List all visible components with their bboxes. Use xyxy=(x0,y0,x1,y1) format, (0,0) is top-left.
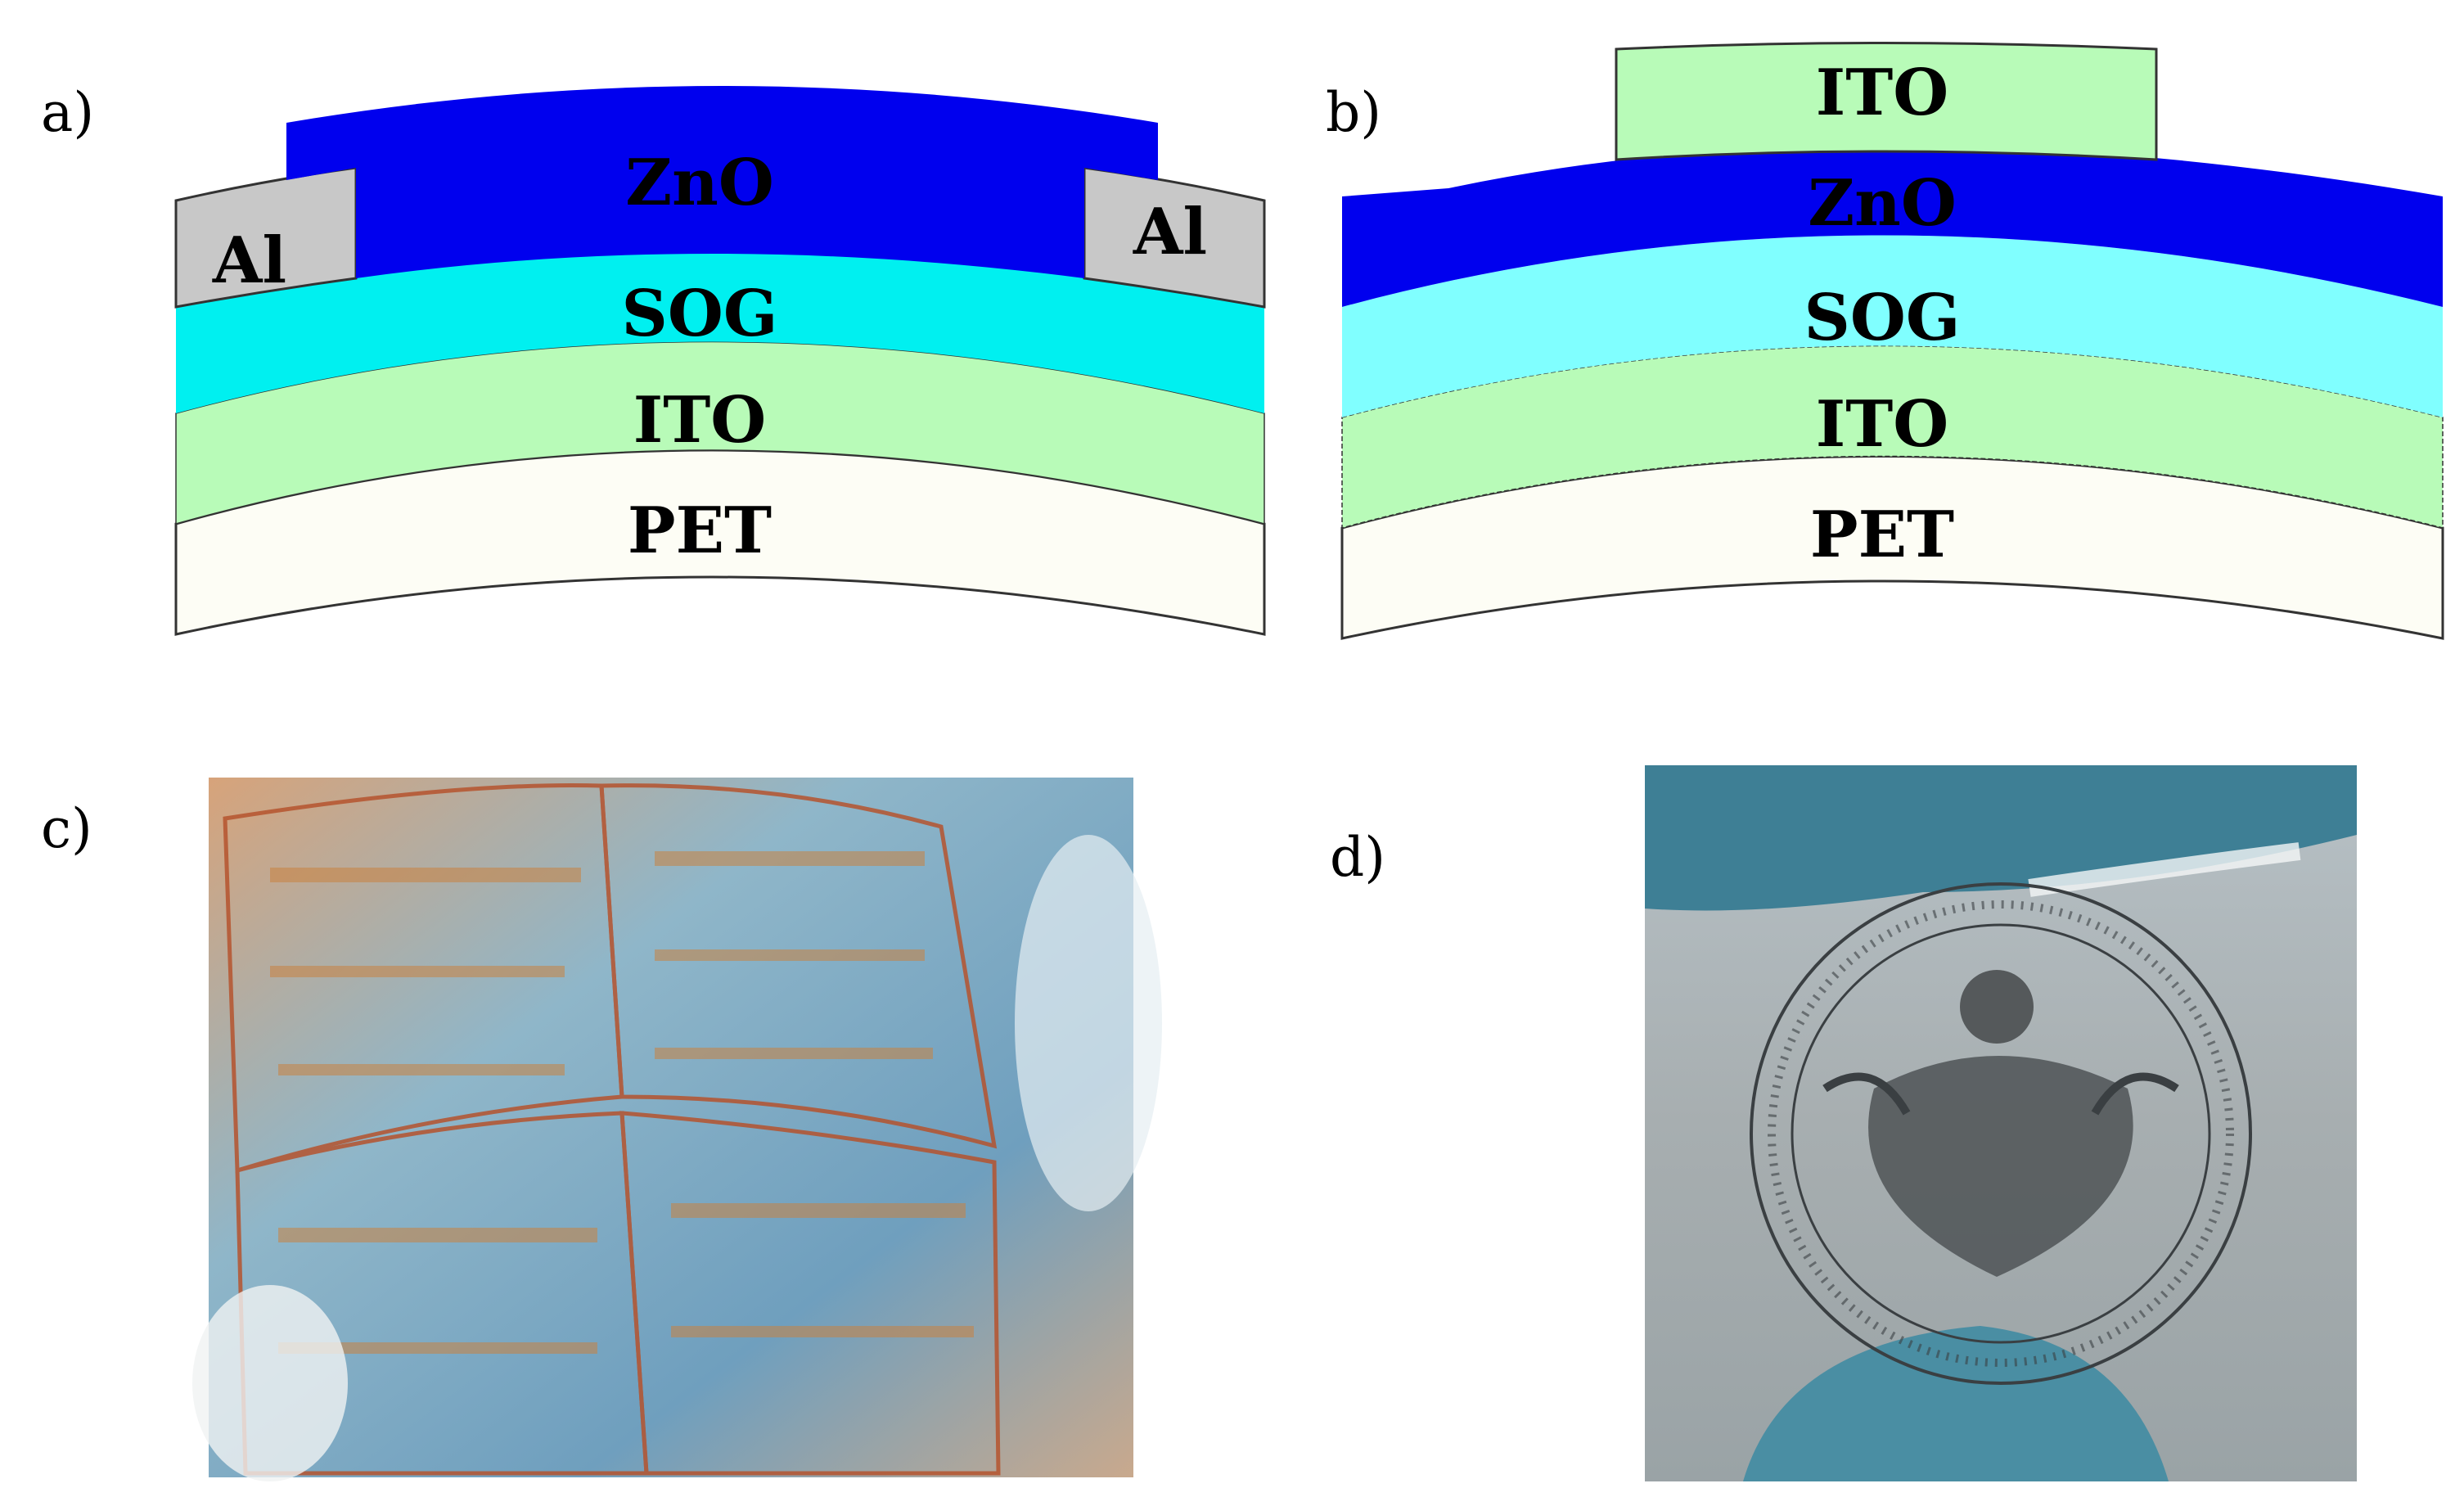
sog-label: SOG xyxy=(622,277,778,351)
panel-c: c) xyxy=(41,778,1162,1481)
ito-top-electrode xyxy=(1615,42,2158,161)
pet-label: PET xyxy=(628,494,772,568)
university-seal-image xyxy=(1750,882,2252,1385)
sog-layer xyxy=(1342,235,2443,417)
sog-label: SOG xyxy=(1804,281,1961,355)
transparent-device-photo xyxy=(1645,765,2357,1481)
sog-layer xyxy=(176,235,1264,413)
al-right-label: Al xyxy=(1133,195,1207,269)
panel-a-label: a) xyxy=(41,81,94,144)
ito-layer xyxy=(1341,345,2444,529)
panel-d: d) xyxy=(1330,765,2357,1481)
pet-label: PET xyxy=(1810,498,1954,572)
panel-c-label: c) xyxy=(41,797,92,860)
zno-label: ZnO xyxy=(1808,166,1957,241)
panel-b-label: b) xyxy=(1326,81,1381,144)
panel-d-label: d) xyxy=(1330,826,1385,889)
panel-a: a) ZnO Al Al SOG ITO PET xyxy=(41,81,1266,636)
ito-label: ITO xyxy=(1816,387,1948,462)
al-left-label: Al xyxy=(212,223,286,298)
zno-label: ZnO xyxy=(625,146,774,220)
zno-layer xyxy=(286,86,1158,278)
ito-label: ITO xyxy=(633,383,766,458)
zno-layer xyxy=(1342,145,2443,307)
ito-top-label: ITO xyxy=(1816,56,1948,130)
panel-b: b) ITO ZnO SOG ITO PET xyxy=(1326,42,2444,640)
flexible-substrate-photo xyxy=(192,778,1162,1481)
ito-layer xyxy=(175,340,1265,525)
